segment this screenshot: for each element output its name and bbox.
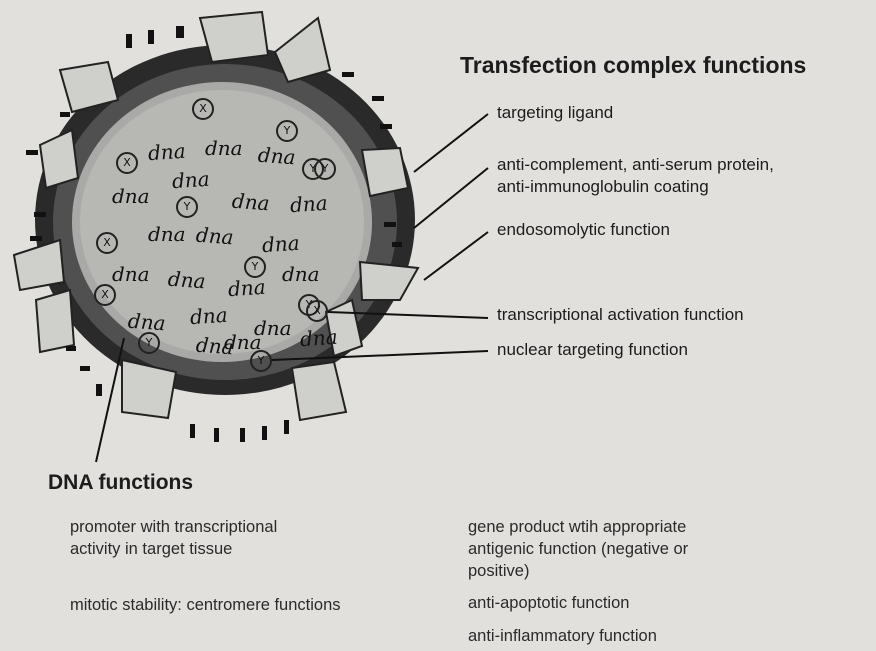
ligand [275,18,330,82]
circled-marker: X [306,300,328,322]
dna-word: dna [257,143,296,170]
ligand [360,262,418,300]
leader-coating [414,168,488,228]
diagram-title: Transfection complex functions [460,52,806,80]
label-targeting-ligand: targeting ligand [497,103,613,123]
dna-word: dna [299,325,338,352]
dna-word: dna [171,167,210,194]
dna-fn-gene-product-line2: antigenic function (negative or [468,540,688,560]
circled-marker: X [96,232,118,254]
ligand [292,362,346,420]
label-endosomolytic: endosomolytic function [497,220,670,240]
ligand [200,12,268,62]
circled-marker: Y [244,256,266,278]
label-coating-line1: anti-complement, anti-serum protein, [497,155,774,175]
circled-marker: Y [176,196,198,218]
leader-targeting-ligand [414,114,488,172]
leader-endosomolytic [424,232,488,280]
dna-fn-anti-inflammatory: anti-inflammatory function [468,627,657,647]
dna-fn-anti-apoptotic: anti-apoptotic function [468,594,629,614]
ligand [40,130,78,188]
dna-word: dna [227,275,266,302]
ligand [362,148,408,196]
dna-word: dna [195,223,234,250]
circled-marker: X [192,98,214,120]
dna-word: dna [282,262,320,286]
circled-marker: X [94,284,116,306]
dna-fn-mitotic: mitotic stability: centromere functions [70,596,341,616]
dna-word: dna [261,231,300,258]
dna-word: dna [205,136,243,160]
dna-functions-title: DNA functions [48,470,193,495]
dna-word: dna [147,139,186,166]
circled-marker: X [116,152,138,174]
dna-word: dna [148,222,186,246]
dna-fn-promoter-line1: promoter with transcriptional [70,518,277,538]
dna-fn-promoter-line2: activity in target tissue [70,540,232,560]
label-nuclear-targeting: nuclear targeting function [497,340,688,360]
dna-word: dna [112,262,150,286]
dna-word: dna [167,267,206,294]
ligand [36,290,74,352]
circled-marker: Y [276,120,298,142]
label-coating-line2: anti-immunoglobulin coating [497,177,709,197]
circled-marker: Y [138,332,160,354]
dna-fn-gene-product-line1: gene product wtih appropriate [468,518,686,538]
dna-fn-gene-product-line3: positive) [468,562,529,582]
dna-word: dna [289,191,328,218]
dna-word: dna [112,184,150,208]
label-transcriptional-activation: transcriptional activation function [497,305,744,325]
dna-word: dna [231,189,270,216]
circled-marker: Y [314,158,336,180]
circled-marker: Y [250,350,272,372]
dna-word: dna [189,303,228,330]
ligand [14,240,64,290]
